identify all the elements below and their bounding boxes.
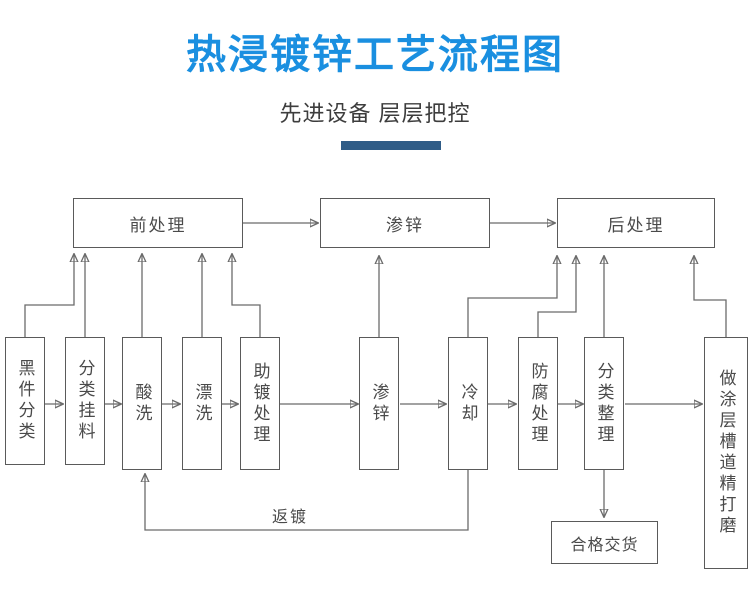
stage-label: 后处理 (607, 215, 665, 235)
stage-box-pretreatment[interactable]: 前处理 (73, 198, 243, 248)
step-box-6[interactable]: 渗锌 (359, 337, 399, 470)
page-subtitle: 先进设备 层层把控 (279, 101, 471, 126)
page-title: 热浸镀锌工艺流程图 (186, 33, 564, 77)
step-label: 做涂层槽道精打磨 (716, 369, 736, 537)
stage-label: 渗锌 (386, 215, 424, 235)
step-box-5[interactable]: 助镀处理 (240, 337, 280, 470)
delivery-box[interactable]: 合格交货 (551, 521, 658, 564)
rework-loop-label: 返镀 (272, 509, 309, 526)
stage-box-galvanizing[interactable]: 渗锌 (320, 198, 490, 248)
step-box-9[interactable]: 分类整理 (584, 337, 624, 470)
delivery-label: 合格交货 (570, 536, 639, 554)
step-label: 分类挂料 (75, 359, 95, 443)
step-label: 黑件分类 (15, 359, 35, 443)
step-label: 渗锌 (369, 382, 389, 425)
step-box-10[interactable]: 做涂层槽道精打磨 (704, 337, 748, 569)
step-label: 防腐处理 (528, 361, 548, 446)
step-box-3[interactable]: 酸洗 (122, 337, 162, 470)
stage-label: 前处理 (129, 215, 187, 235)
step-box-2[interactable]: 分类挂料 (65, 337, 105, 465)
step-label: 冷却 (458, 382, 478, 425)
step-label: 助镀处理 (250, 361, 270, 446)
step-box-4[interactable]: 漂洗 (182, 337, 222, 470)
step-box-7[interactable]: 冷却 (448, 337, 488, 470)
step-label: 分类整理 (594, 361, 614, 446)
step-box-8[interactable]: 防腐处理 (518, 337, 558, 470)
page-header: 热浸镀锌工艺流程图 先进设备 层层把控 (0, 0, 750, 175)
step-box-1[interactable]: 黑件分类 (5, 337, 45, 465)
stage-box-posttreatment[interactable]: 后处理 (557, 198, 715, 248)
title-underline-rule (341, 141, 441, 150)
step-label: 漂洗 (192, 382, 212, 425)
step-label: 酸洗 (132, 382, 152, 425)
